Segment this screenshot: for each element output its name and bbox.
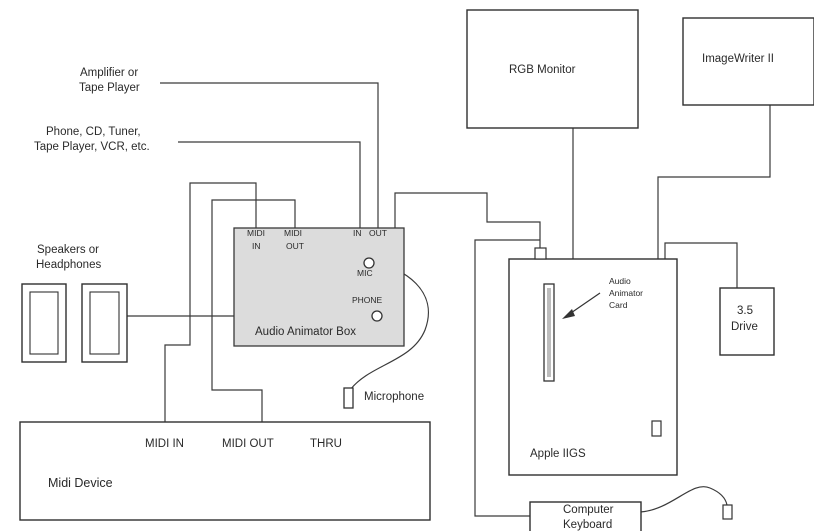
computer-keyboard-box xyxy=(529,501,642,531)
midi-device-label: Midi Device xyxy=(48,476,113,490)
card-top-connector xyxy=(534,247,547,260)
card-arrow-head xyxy=(562,309,575,319)
apple-iigs-box xyxy=(508,258,678,476)
midi-out-port-label-1: MIDI xyxy=(284,228,302,238)
apple-iigs-label: Apple IIGS xyxy=(530,448,586,460)
keyboard-label-line2: Keyboard xyxy=(563,519,612,531)
midi-out-label: MIDI OUT xyxy=(222,438,274,450)
audio-animator-box xyxy=(233,227,405,347)
card-cable-connector xyxy=(651,420,662,437)
rgb-monitor-label: RGB Monitor xyxy=(509,64,576,76)
card-label-line1: Audio xyxy=(609,276,631,286)
audio-animator-card-inner xyxy=(547,288,551,377)
midi-in-wire xyxy=(164,182,257,422)
imagewriter-box xyxy=(682,17,814,106)
in-port-label: IN xyxy=(353,228,362,238)
thru-label: THRU xyxy=(310,438,342,450)
amplifier-wire xyxy=(160,82,379,228)
midi-in-port-label-2: IN xyxy=(252,241,261,251)
card-label-line2: Animator xyxy=(609,288,643,298)
card-label-line3: Card xyxy=(609,300,628,310)
phone-label-line2: Tape Player, VCR, etc. xyxy=(34,141,150,153)
phone-jack xyxy=(371,310,383,322)
speaker-right xyxy=(81,283,128,363)
drive-label-line1: 3.5 xyxy=(737,305,753,317)
microphone-label: Microphone xyxy=(364,391,424,403)
midi-in-label: MIDI IN xyxy=(145,438,184,450)
phone-label-line1: Phone, CD, Tuner, xyxy=(46,126,141,138)
speaker-right-cone xyxy=(89,291,120,355)
speakers-label-line2: Headphones xyxy=(36,259,101,271)
rgb-monitor-box xyxy=(466,9,639,129)
microphone xyxy=(343,387,354,409)
amplifier-label-line1: Amplifier or xyxy=(80,67,138,79)
midi-out-wire xyxy=(211,199,296,422)
drive-box xyxy=(719,287,775,356)
imagewriter-label: ImageWriter II xyxy=(702,53,774,65)
midi-device-box xyxy=(19,421,431,521)
amplifier-label-line2: Tape Player xyxy=(79,82,140,94)
card-arrow-line xyxy=(567,292,601,316)
box-to-card-wire xyxy=(394,192,541,250)
line-in-wire xyxy=(178,141,361,228)
keyboard-wire xyxy=(474,239,540,517)
printer-wire xyxy=(657,105,771,259)
speaker-left xyxy=(21,283,67,363)
speakers-label-line1: Speakers or xyxy=(37,244,99,256)
phone-port-label: PHONE xyxy=(352,295,383,305)
drive-label-line2: Drive xyxy=(731,321,758,333)
keyboard-cable xyxy=(639,486,728,513)
out-port-label: OUT xyxy=(369,228,387,238)
audio-animator-box-label: Audio Animator Box xyxy=(255,326,356,338)
keyboard-connector xyxy=(722,504,733,520)
midi-in-port-label-1: MIDI xyxy=(247,228,265,238)
drive-wire xyxy=(664,242,738,288)
mic-jack xyxy=(363,257,375,269)
midi-out-port-label-2: OUT xyxy=(286,241,304,251)
speaker-left-cone xyxy=(29,291,59,355)
speakers xyxy=(21,283,128,363)
keyboard-label-line1: Computer xyxy=(563,504,614,516)
mic-port-label: MIC xyxy=(357,268,373,278)
